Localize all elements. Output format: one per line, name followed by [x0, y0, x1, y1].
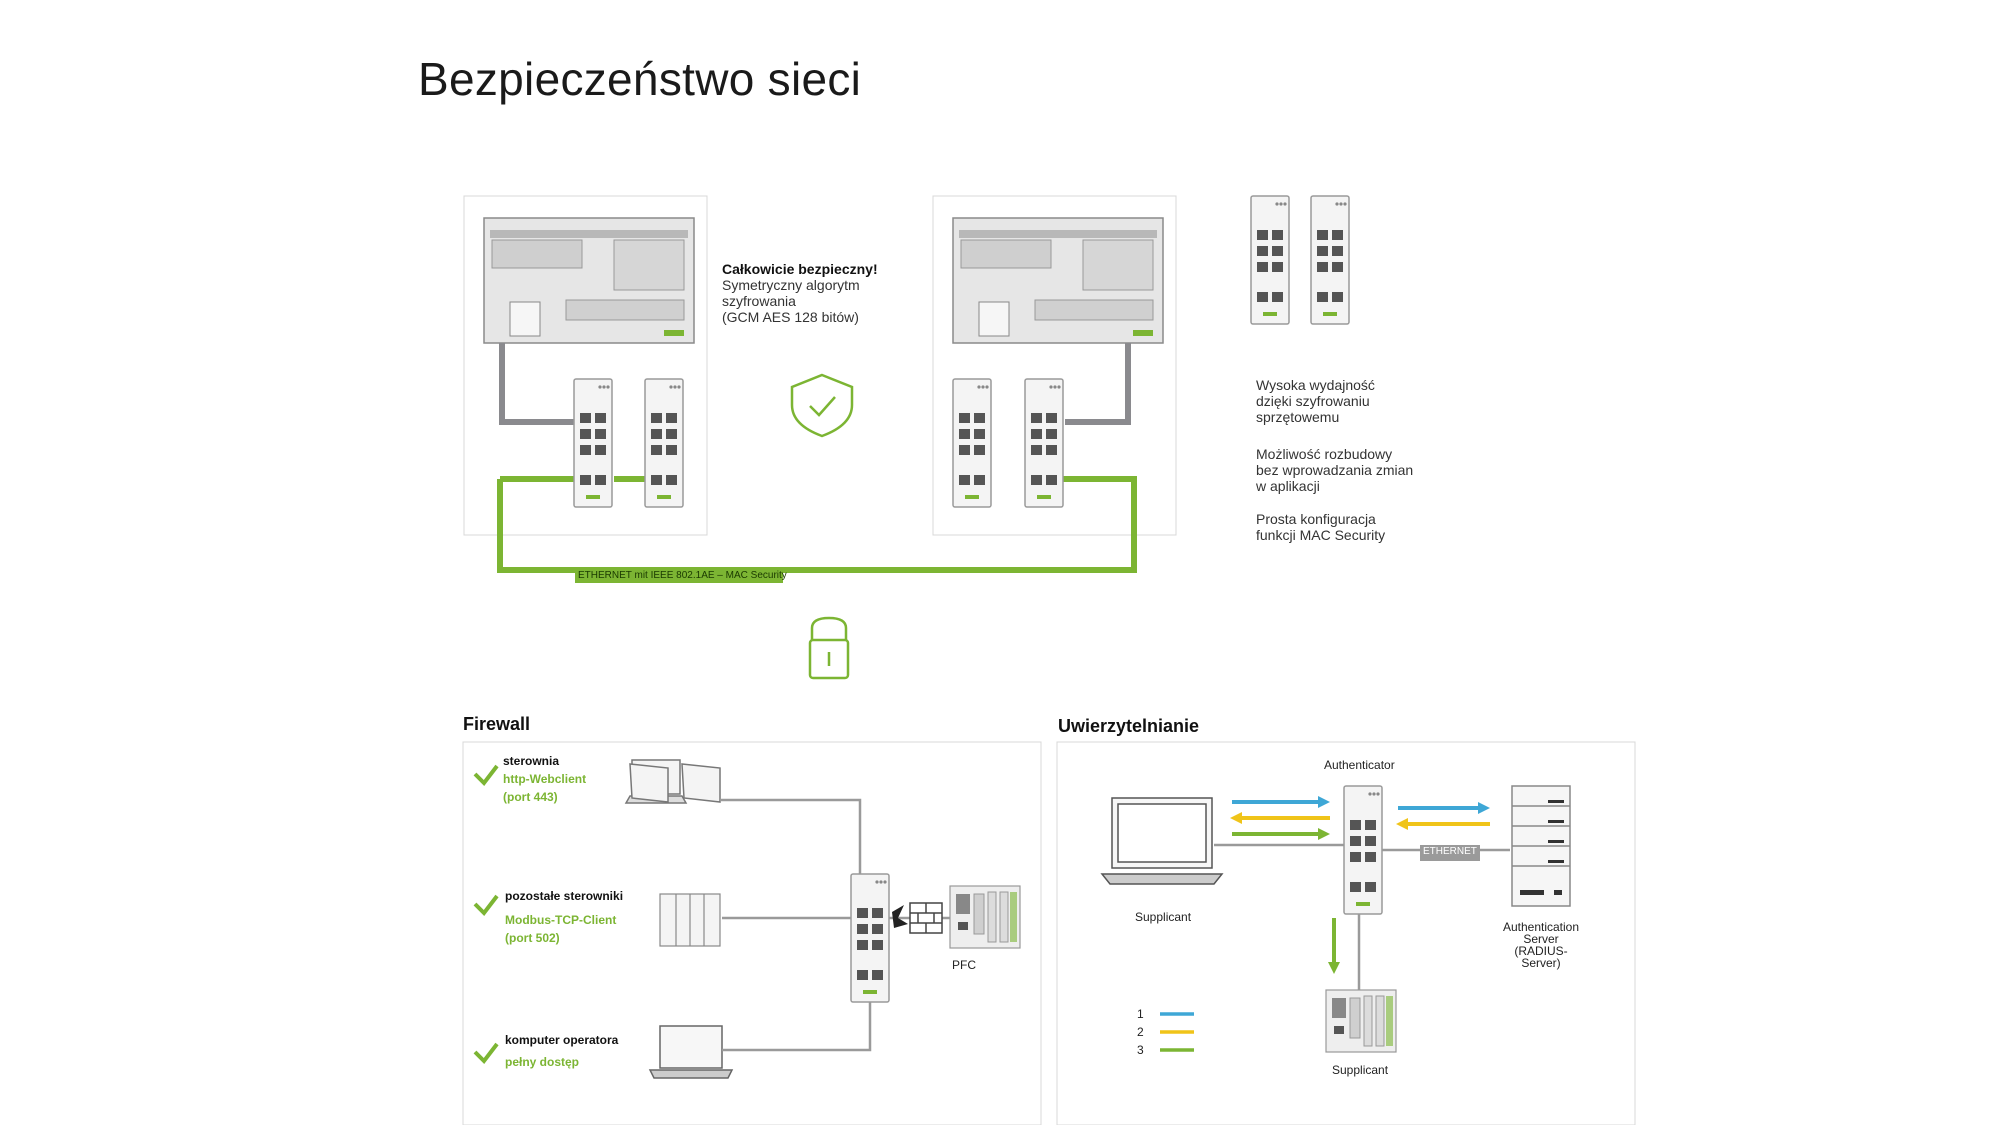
- benefit-block: Prosta konfiguracja funkcji MAC Security: [1256, 511, 1385, 543]
- firewall-item: sterownia http-Webclient (port 443): [503, 754, 586, 804]
- lock-icon: [808, 638, 850, 680]
- cable-left: [499, 343, 575, 425]
- authenticator-label: Authenticator: [1324, 758, 1395, 772]
- benefit-line: Możliwość rozbudowy: [1256, 446, 1393, 462]
- encryption-heading: Całkowicie bezpieczny!: [722, 261, 878, 277]
- benefit-block: Możliwość rozbudowy bez wprowadzania zmi…: [1256, 446, 1413, 494]
- switch-5: [1250, 195, 1290, 325]
- shield-icon: [790, 373, 854, 438]
- benefit-line: dzięki szyfrowaniu: [1256, 393, 1370, 409]
- page-title: Bezpieczeństwo sieci: [418, 53, 862, 105]
- authenticator-switch: [1343, 785, 1383, 915]
- radius-server-icon: [1511, 785, 1571, 907]
- encryption-line: szyfrowania: [722, 293, 796, 309]
- switch-1: [573, 378, 613, 508]
- ethernet-label-bg: [575, 569, 783, 583]
- check-icon: [473, 1042, 499, 1065]
- pfc-label: PFC: [952, 958, 976, 972]
- ethernet-tag: [1420, 845, 1480, 861]
- firewall-heading: Firewall: [463, 714, 531, 734]
- server-line: Server: [1523, 932, 1559, 946]
- legend-number: 1: [1137, 1007, 1144, 1021]
- firewall-item: pozostałe sterowniki Modbus-TCP-Client (…: [505, 889, 623, 945]
- benefit-line: sprzętowemu: [1256, 409, 1340, 425]
- supplicant-laptop-icon: [1100, 797, 1224, 885]
- firewall-item-protocol: http-Webclient: [503, 772, 587, 786]
- benefit-line: bez wprowadzania zmian: [1256, 462, 1414, 478]
- cable-right: [1065, 343, 1131, 425]
- server-line: Authentication: [1502, 920, 1580, 934]
- supplicant-controller: [1325, 989, 1397, 1053]
- firewall-item-port: (port 443): [503, 790, 558, 804]
- fire-icon: [892, 905, 908, 928]
- legend-number: 3: [1137, 1043, 1144, 1057]
- auth-heading: Uwierzytelnianie: [1058, 716, 1200, 736]
- control-room-monitors-icon: [624, 759, 721, 804]
- legend-number: 2: [1137, 1025, 1144, 1039]
- firewall-item-label: komputer operatora: [505, 1033, 619, 1047]
- other-controllers-icon: [659, 893, 721, 947]
- server-line: (RADIUS-Server): [1514, 944, 1568, 970]
- supplicant-label: Supplicant: [1332, 1063, 1389, 1077]
- benefit-line: Prosta konfiguracja: [1256, 511, 1376, 527]
- benefit-line: funkcji MAC Security: [1256, 527, 1386, 543]
- encryption-line: Symetryczny algorytm: [722, 277, 860, 293]
- firewall-item-label: sterownia: [503, 754, 560, 768]
- control-cabinet-right: [952, 217, 1164, 344]
- firewall-switch: [850, 873, 890, 1003]
- firewall-item-port: (port 502): [505, 931, 560, 945]
- switch-3: [952, 378, 992, 508]
- switch-4: [1024, 378, 1064, 508]
- firewall-item-label: pozostałe sterowniki: [505, 889, 624, 903]
- benefit-line: w aplikacji: [1256, 478, 1320, 494]
- firewall-item-protocol: pełny dostęp: [505, 1055, 580, 1069]
- check-icon: [473, 764, 499, 787]
- ethernet-tag-label: ETHERNET: [1423, 846, 1477, 857]
- ethernet-label: ETHERNET mit IEEE 802.1AE – MAC Security: [578, 570, 787, 581]
- ethernet-loop: [497, 476, 1137, 573]
- firewall-item-protocol: Modbus-TCP-Client: [505, 913, 617, 927]
- check-icon: [473, 894, 499, 917]
- supplicant-label: Supplicant: [1135, 910, 1192, 924]
- pfc-controller: [949, 885, 1021, 949]
- benefit-block: Wysoka wydajność dzięki szyfrowaniu sprz…: [1256, 377, 1375, 425]
- switch-6: [1310, 195, 1350, 325]
- switch-2: [644, 378, 684, 508]
- benefit-line: Wysoka wydajność: [1256, 377, 1375, 393]
- encryption-line: (GCM AES 128 bitów): [722, 309, 859, 325]
- firewall-icon: [909, 902, 943, 934]
- encryption-text: Całkowicie bezpieczny! Symetryczny algor…: [722, 261, 878, 325]
- radius-server-label: Authentication Server (RADIUS-Server): [1496, 921, 1586, 969]
- laptop-icon: [648, 1025, 734, 1079]
- firewall-panel: [462, 741, 1042, 1125]
- control-cabinet-left: [483, 217, 695, 344]
- firewall-item: komputer operatora pełny dostęp: [505, 1033, 618, 1069]
